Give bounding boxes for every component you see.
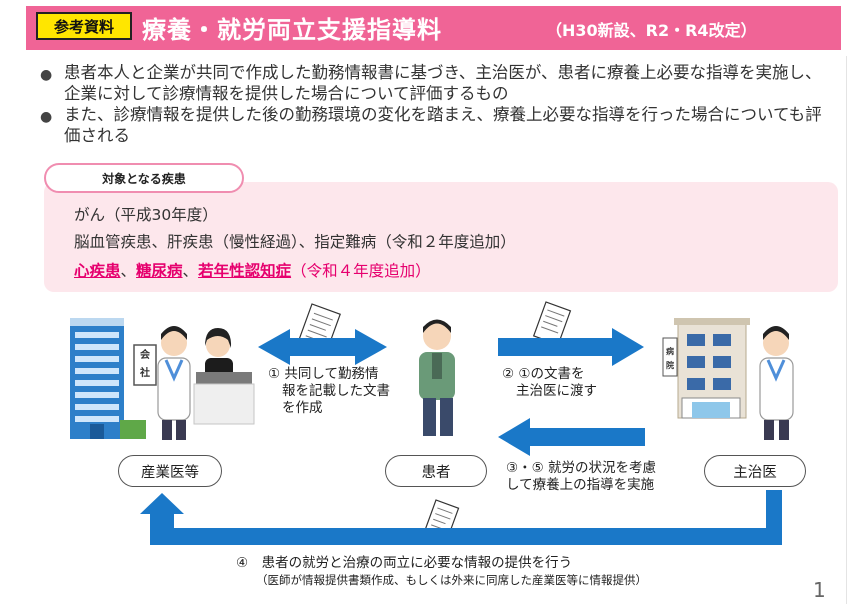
industrial-doctor-icon [157,326,191,440]
flow-step-1-line: 報を記載した文書 [282,383,390,399]
svg-text:社: 社 [139,366,150,379]
return-arrow-icon [140,490,782,545]
bullet-dot-icon: ● [40,109,53,125]
disease-line-r4: 心疾患、糖尿病、若年性認知症（令和４年度追加） [74,259,431,281]
bullet-text: 患者本人と企業が共同で作成した勤務情報書に基づき、主治医が、患者に療養上必要な指… [64,63,822,103]
arrow-right-icon [498,328,644,366]
industrial-doctor-label: 産業医等 [118,455,222,487]
flow-step-3-line: して療養上の指導を実施 [506,477,655,493]
flow-step-2: ② ①の文書を 主治医に渡す [502,366,662,400]
bullet-item: ● 患者本人と企業が共同で作成した勤務情報書に基づき、主治医が、患者に療養上必要… [40,62,830,104]
page-number: 1 [813,578,826,602]
flow-step-1-line: ① 共同して勤務情 [268,366,379,382]
patient-icon [419,319,455,436]
flow-step-3-line: ③・⑤ 就労の状況を考慮 [506,460,656,476]
flow-step-4: ④ 患者の就労と治療の両立に必要な情報の提供を行う [236,555,573,571]
hospital-building-icon [662,318,750,419]
svg-text:院: 院 [666,360,674,370]
disease-note: （令和４年度追加） [291,262,431,280]
bullet-item: ● また、診療情報を提供した後の勤務環境の変化を踏まえ、療養上必要な指導を行った… [40,104,830,146]
page-title: 療養・就労両立支援指導料 [142,16,442,44]
company-staff-icon [193,328,255,425]
separator: 、 [120,262,137,280]
disease-line-cancer: がん（平成30年度） [74,206,218,224]
disease-line-r2: 脳血管疾患、肝疾患（慢性経過）、指定難病（令和２年度追加） [74,233,516,251]
attending-doctor-icon [759,326,794,440]
company-building-icon [70,318,157,439]
flow-step-4-note: （医師が情報提供書類作成、もしくは外来に同席した産業医等に情報提供） [256,573,647,587]
flow-step-1-line: を作成 [282,400,323,416]
attending-doctor-label: 主治医 [704,455,806,487]
disease-heart: 心疾患 [74,262,121,280]
header-bar [26,6,841,50]
arrow-left-icon [498,418,645,456]
target-disease-label: 対象となる疾患 [44,163,244,193]
flow-step-3: ③・⑤ 就労の状況を考慮 して療養上の指導を実施 [506,460,706,494]
svg-text:会: 会 [140,348,150,361]
bullet-dot-icon: ● [40,67,53,83]
bidirectional-arrow-icon [258,329,387,365]
bullet-text: また、診療情報を提供した後の勤務環境の変化を踏まえ、療養上必要な指導を行った場合… [64,105,822,145]
reference-tag: 参考資料 [36,12,132,40]
flow-step-2-line: ② ①の文書を [502,366,585,382]
target-disease-panel [44,182,838,292]
summary-bullets: ● 患者本人と企業が共同で作成した勤務情報書に基づき、主治医が、患者に療養上必要… [40,62,830,146]
disease-dementia: 若年性認知症 [198,262,292,280]
flow-step-1: ① 共同して勤務情 報を記載した文書 を作成 [268,366,408,417]
separator: 、 [182,262,199,280]
page-subtitle: （H30新設、R2・R4改定） [546,21,757,40]
patient-label: 患者 [385,455,487,487]
svg-text:病: 病 [666,346,674,356]
divider [846,56,847,604]
flow-step-2-line: 主治医に渡す [516,383,597,399]
disease-diabetes: 糖尿病 [136,262,183,280]
